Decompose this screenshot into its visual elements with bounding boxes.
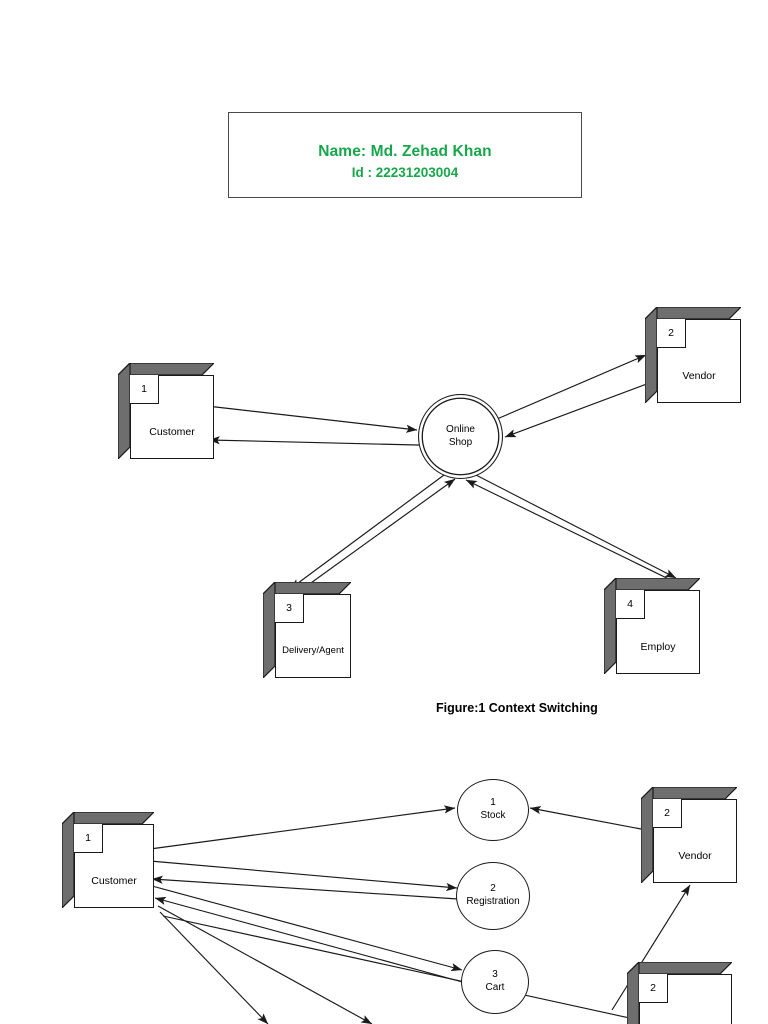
process-label-line2: Shop <box>448 436 473 448</box>
figure-1-caption: Figure:1 Context Switching <box>436 701 598 715</box>
process-stock[interactable]: 1 Stock <box>457 779 529 841</box>
entity-label: Customer <box>91 874 137 887</box>
entity-box-shape <box>627 962 732 1024</box>
entity-number: 2 <box>653 799 682 828</box>
entity-number: 1 <box>130 375 159 404</box>
student-id: Id : 22231203004 <box>351 165 459 181</box>
process-online-shop[interactable]: Online Shop <box>418 394 503 479</box>
entity-label: Employ <box>640 640 676 653</box>
entity-customer-1[interactable]: 1 Customer <box>118 363 214 459</box>
student-info-box: Name: Md. Zehad Khan Id : 22231203004 <box>228 112 582 198</box>
entity-box-shape <box>604 578 700 674</box>
process-registration[interactable]: 2 Registration <box>456 862 530 930</box>
process-number: 3 <box>492 969 498 981</box>
entity-partial-2-d2[interactable]: 2 <box>627 962 732 1024</box>
entity-customer-1-d2[interactable]: 1 Customer <box>62 812 154 908</box>
entity-label: Customer <box>149 425 195 438</box>
entity-vendor-2[interactable]: 2 Vendor <box>645 307 741 403</box>
entity-number: 4 <box>616 590 645 619</box>
process-label: Cart <box>485 982 505 993</box>
entity-vendor-2-d2[interactable]: 2 Vendor <box>641 787 737 883</box>
entity-label: Vendor <box>678 849 712 862</box>
process-label-line1: Online <box>446 423 475 435</box>
student-name: Name: Md. Zehad Khan <box>318 143 492 160</box>
process-label: Registration <box>466 896 520 907</box>
process-number: 2 <box>490 883 496 895</box>
entity-label: Vendor <box>682 369 716 382</box>
entity-number: 1 <box>74 824 103 853</box>
process-cart[interactable]: 3 Cart <box>461 950 529 1014</box>
student-info-text: Name: Md. Zehad Khan Id : 22231203004 <box>229 141 581 183</box>
process-number: 1 <box>490 797 496 809</box>
entity-number: 3 <box>275 594 304 623</box>
entity-delivery-agent-3[interactable]: 3 Delivery/Agent <box>263 582 351 678</box>
entity-number: 2 <box>657 319 686 348</box>
entity-box-shape <box>641 787 737 883</box>
entity-label <box>639 1003 732 1024</box>
entity-employ-4[interactable]: 4 Employ <box>604 578 700 674</box>
entity-label: Delivery/Agent <box>282 645 344 656</box>
process-label: Stock <box>480 810 506 821</box>
entity-number: 2 <box>639 974 668 1003</box>
